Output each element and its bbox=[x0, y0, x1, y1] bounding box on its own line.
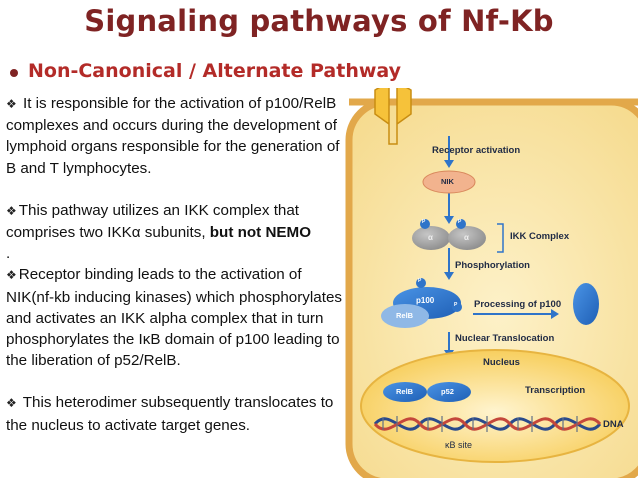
label-transcription: Transcription bbox=[525, 385, 586, 396]
label-p100: p100 bbox=[416, 296, 435, 305]
label-dna: DNA bbox=[603, 419, 624, 430]
nik-protein bbox=[422, 170, 476, 194]
processed-p52 bbox=[573, 283, 599, 325]
paragraph-2-end: . bbox=[6, 245, 11, 263]
label-phosphorylation: Phosphorylation bbox=[455, 260, 530, 271]
paragraph-4: ❖ This heterodimer subsequently transloc… bbox=[6, 392, 348, 435]
label-phospho-3: P bbox=[418, 278, 422, 284]
label-relb-nucleus: RelB bbox=[396, 387, 414, 396]
label-phospho-4: P bbox=[454, 302, 458, 308]
phospho-dot bbox=[456, 219, 466, 229]
paragraph-1-text: It is responsible for the activation of … bbox=[6, 95, 340, 177]
p52-protein bbox=[427, 382, 471, 402]
relb-cytoplasm-protein bbox=[381, 304, 429, 328]
phospho-dot bbox=[452, 302, 462, 312]
label-kb-site: κB site bbox=[445, 440, 473, 450]
label-ikk-complex: IKK Complex bbox=[510, 231, 570, 242]
label-nuclear-translocation: Nuclear Translocation bbox=[455, 333, 555, 344]
ikk-alpha-1 bbox=[412, 226, 450, 250]
pathway-diagram: Receptor activation NIK α α IKK Complex … bbox=[345, 88, 638, 478]
nucleus bbox=[360, 349, 630, 463]
receptor-shape bbox=[374, 88, 412, 145]
label-relb-cytoplasm: RelB bbox=[396, 311, 414, 320]
paragraph-1: ❖ It is responsible for the activation o… bbox=[6, 93, 348, 179]
body-text: ❖ It is responsible for the activation o… bbox=[6, 93, 348, 436]
paragraph-2: ❖This pathway utilizes an IKK complex th… bbox=[6, 200, 348, 265]
diamond-bullet-icon: ❖ bbox=[6, 396, 17, 411]
ikk-bracket bbox=[497, 223, 504, 253]
phospho-dot bbox=[416, 278, 426, 288]
label-nucleus: Nucleus bbox=[483, 357, 520, 368]
slide-subtitle: Non-Canonical / Alternate Pathway bbox=[28, 60, 402, 82]
label-nik: NIK bbox=[441, 177, 454, 186]
dna-rungs bbox=[382, 416, 578, 432]
bullet-dot-icon bbox=[10, 69, 18, 77]
label-processing-p100: Processing of p100 bbox=[474, 299, 562, 310]
diamond-bullet-icon: ❖ bbox=[6, 97, 17, 111]
paragraph-2-bold: but not NEMO bbox=[209, 224, 312, 242]
paragraph-2-text: This pathway utilizes an IKK complex tha… bbox=[6, 201, 300, 242]
label-p52: p52 bbox=[441, 387, 454, 396]
paragraph-3-text: Receptor binding leads to the activation… bbox=[6, 266, 342, 370]
relb-nucleus-protein bbox=[383, 382, 427, 402]
phospho-dot bbox=[420, 219, 430, 229]
pathway-diagram-art bbox=[345, 88, 638, 478]
label-ikk-alpha-2: α bbox=[464, 233, 469, 242]
paragraph-3: ❖Receptor binding leads to the activatio… bbox=[6, 264, 348, 371]
label-phospho-2: P bbox=[458, 219, 462, 225]
slide-title: Signaling pathways of Nf-Kb bbox=[84, 4, 554, 38]
diamond-bullet-icon: ❖ bbox=[6, 203, 17, 218]
label-phospho-1: P bbox=[422, 219, 426, 225]
paragraph-4-text: This heterodimer subsequently translocat… bbox=[6, 394, 334, 434]
diamond-bullet-icon: ❖ bbox=[6, 268, 17, 283]
label-ikk-alpha-1: α bbox=[428, 233, 433, 242]
ikk-alpha-2 bbox=[448, 226, 486, 250]
label-receptor-activation: Receptor activation bbox=[432, 145, 521, 156]
